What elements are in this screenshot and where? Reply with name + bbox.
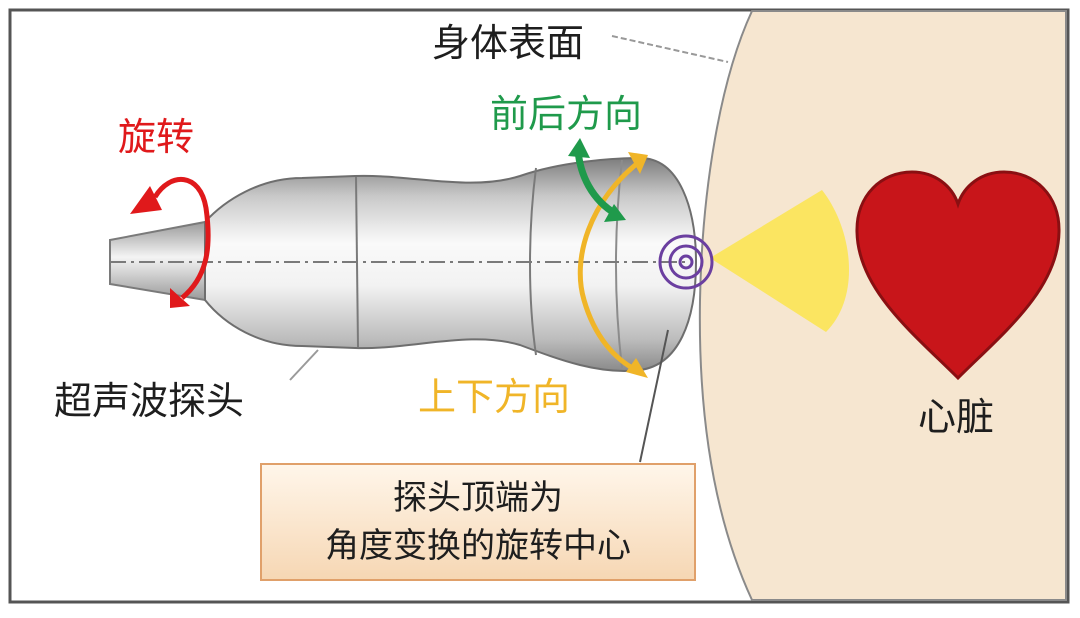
body-surface-label: 身体表面 <box>432 21 585 65</box>
rotation-label: 旋转 <box>118 115 195 159</box>
front-back-label: 前后方向 <box>490 92 643 136</box>
note-line-1: 探头顶端为 <box>393 478 563 518</box>
rotation-center-inner-ring <box>668 244 704 280</box>
note-box: 探头顶端为 角度变换的旋转中心 <box>260 463 696 581</box>
probe-label: 超声波探头 <box>54 379 245 423</box>
front-back-arrowhead-bottom <box>604 204 626 222</box>
up-down-arc <box>577 156 646 375</box>
probe-seam-2 <box>529 167 537 356</box>
rotation-center-icon <box>658 234 714 290</box>
body-surface-area <box>698 10 1067 601</box>
note-leader-line <box>639 329 669 463</box>
heart-label: 心脏 <box>918 395 995 439</box>
probe-leader-line <box>289 349 319 381</box>
rotation-arrowhead-top <box>130 186 162 214</box>
up-down-arrowhead-top <box>628 152 648 174</box>
rotation-arrow <box>152 177 211 300</box>
up-down-arrowhead-bottom <box>626 358 648 378</box>
rotation-center-dot <box>678 254 694 270</box>
heart-icon <box>855 170 1061 381</box>
body-surface-leader-line <box>611 35 729 63</box>
note-line-2: 角度变换的旋转中心 <box>325 526 631 566</box>
ultrasound-probe-icon <box>204 156 698 372</box>
up-down-label: 上下方向 <box>418 375 571 419</box>
rotation-arrowhead-bottom <box>170 288 190 308</box>
front-back-arrowhead-top <box>568 138 590 158</box>
ultrasound-beam <box>710 190 850 332</box>
probe-seam-3 <box>615 159 623 369</box>
